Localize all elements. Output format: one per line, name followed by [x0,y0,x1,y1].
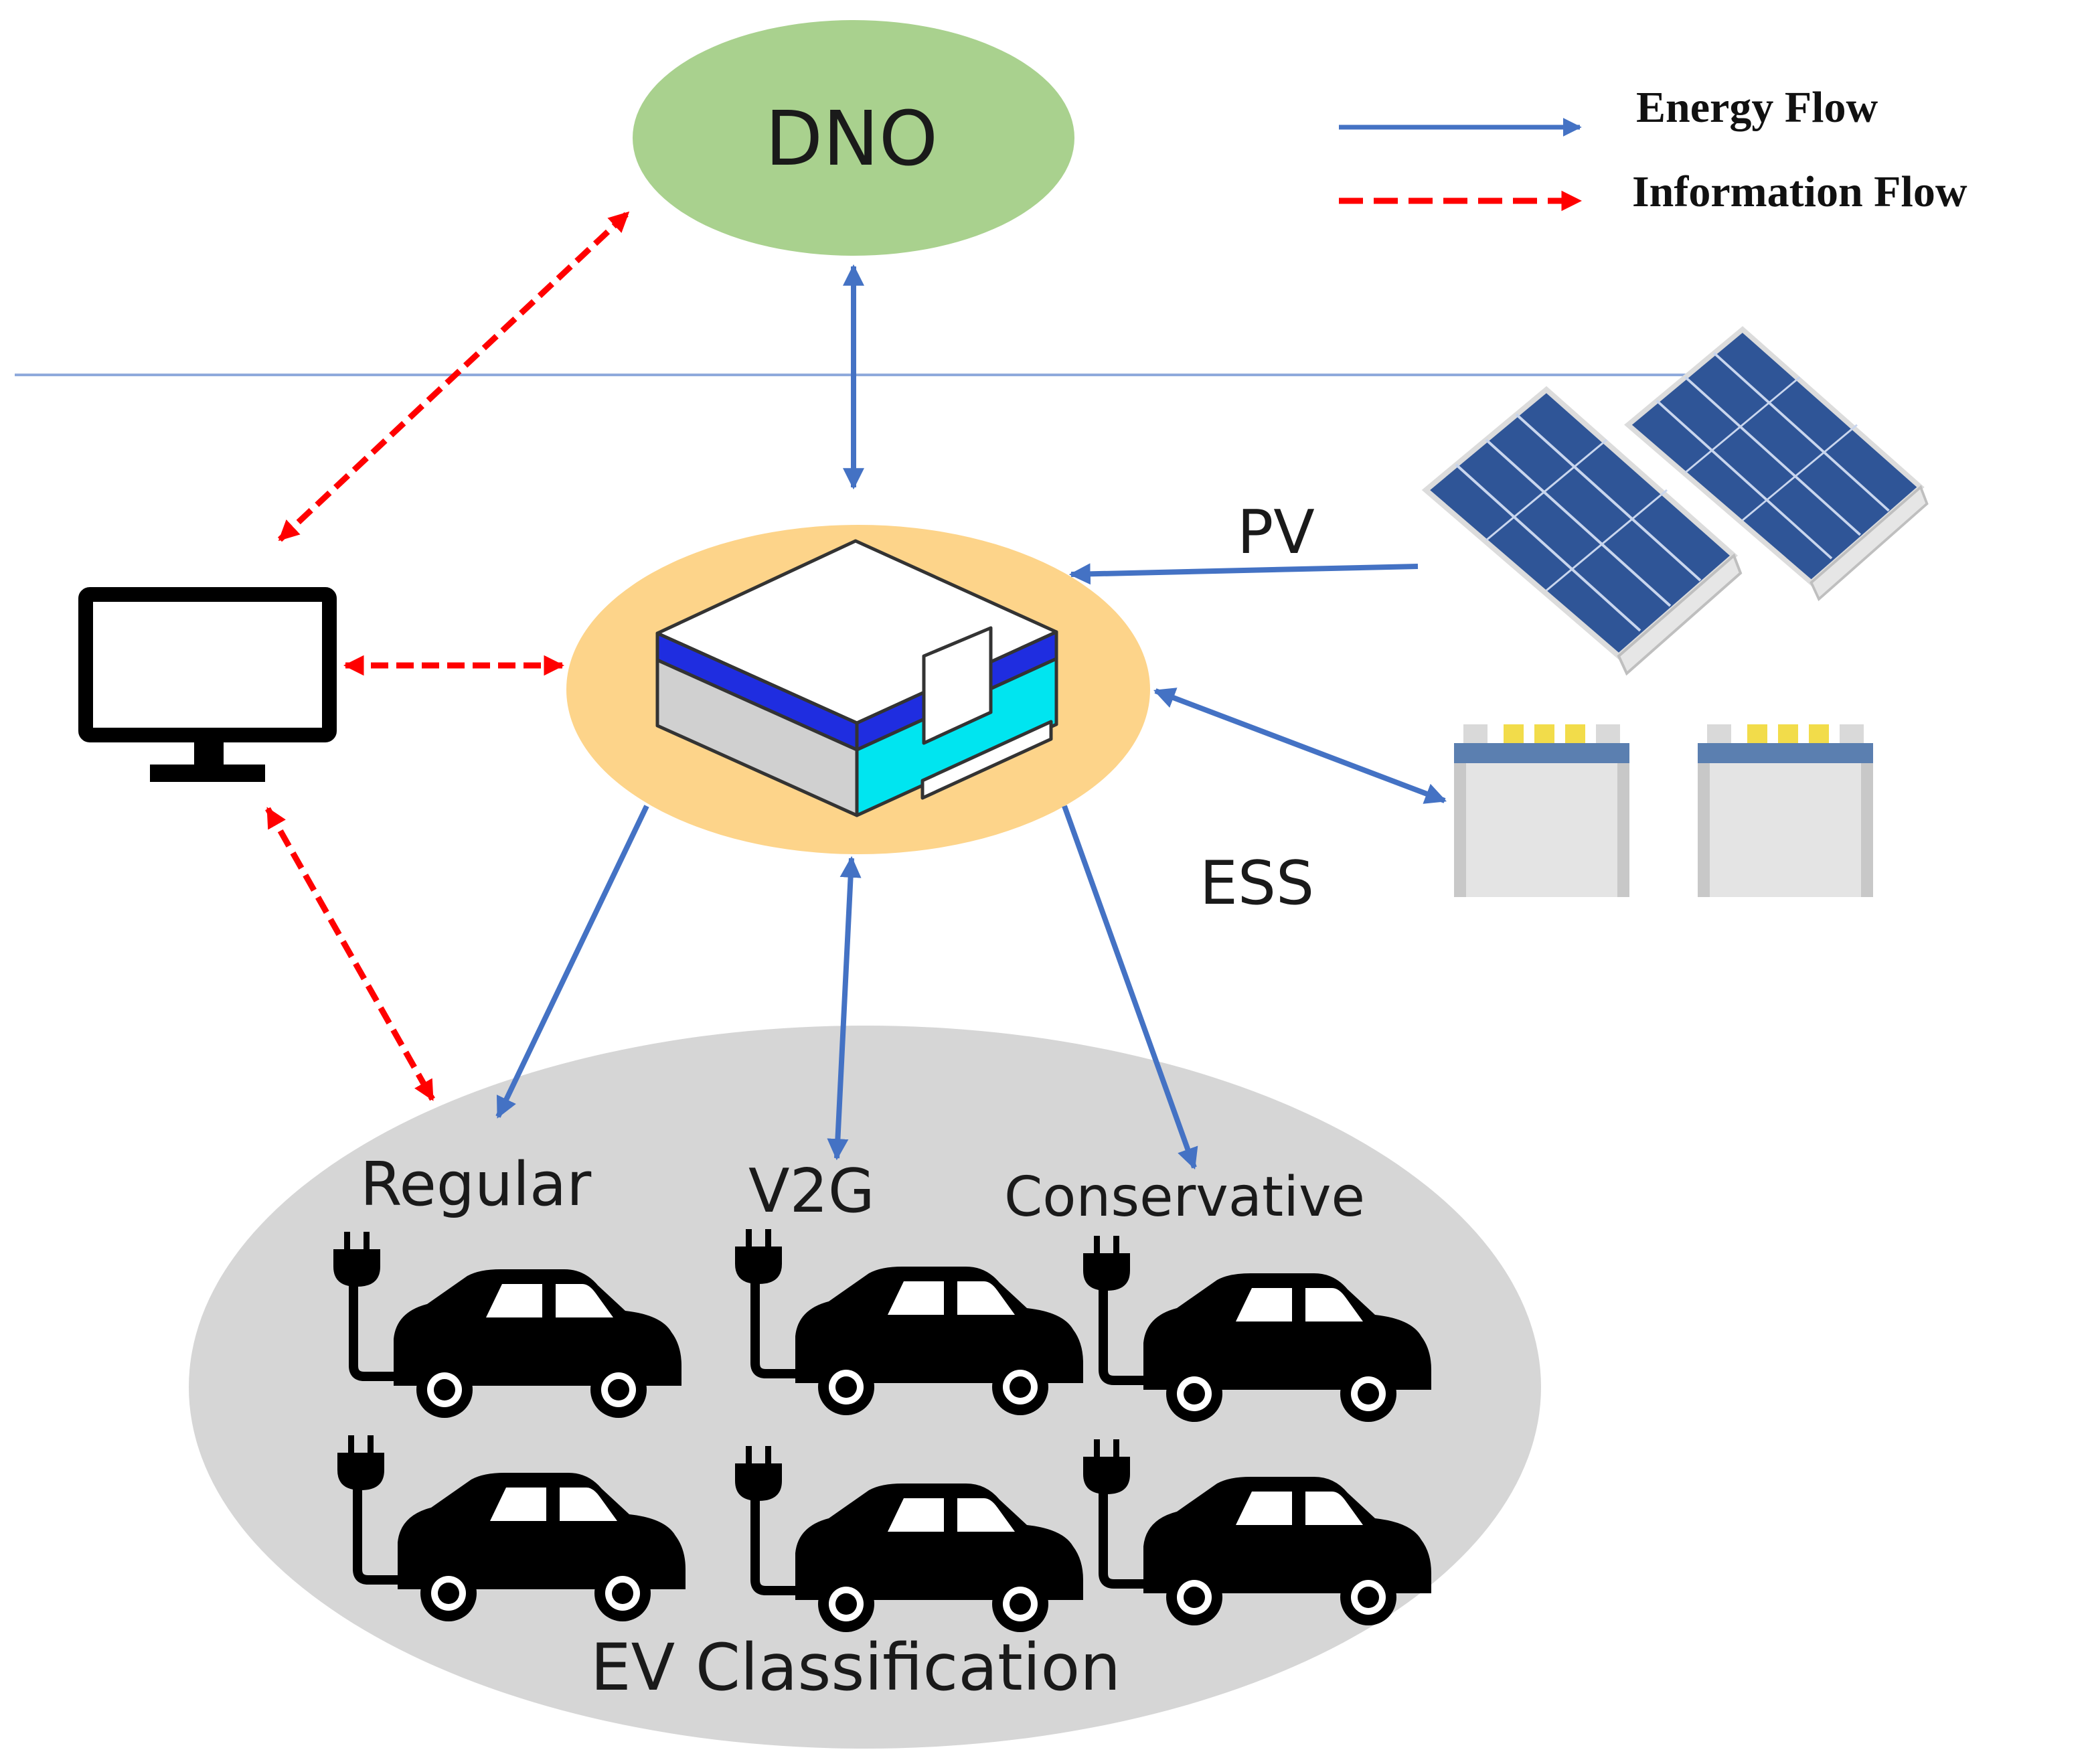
v2g-label: V2G [748,1156,875,1226]
charging-station-icon [655,539,1058,817]
regular-label: Regular [360,1149,591,1220]
battery-icon [1698,724,1873,897]
hub-v2g-energy-arrow [827,856,862,1161]
ess-label: ESS [1200,848,1314,918]
ess-hub-energy-arrow [1153,688,1447,804]
dno-node: DNO [633,20,1074,256]
hub-regular-energy-arrow [495,805,649,1119]
monitor-icon [78,587,337,782]
monitor-ev-info-arrow [265,807,435,1101]
hub-conservative-energy-arrow [1062,805,1198,1170]
battery-icon [1454,724,1629,897]
energy-flows [495,264,1447,1170]
information-flow-legend-label: Information Flow [1632,167,1967,216]
conservative-label: Conservative [1004,1166,1365,1229]
ess-batteries [1454,724,1873,897]
solar-panels [1426,292,1927,673]
pv-hub-energy-arrow [1068,563,1419,585]
monitor-dno-info-arrow [277,210,631,542]
dno-label: DNO [765,96,938,183]
charging-station-hub [566,525,1150,854]
legend: Energy Flow Information Flow [1339,83,1967,216]
ev-classification-label: EV Classification [590,1630,1121,1705]
information-flows [265,210,631,1101]
pv-label: PV [1237,497,1315,568]
energy-flow-legend-label: Energy Flow [1636,83,1878,132]
